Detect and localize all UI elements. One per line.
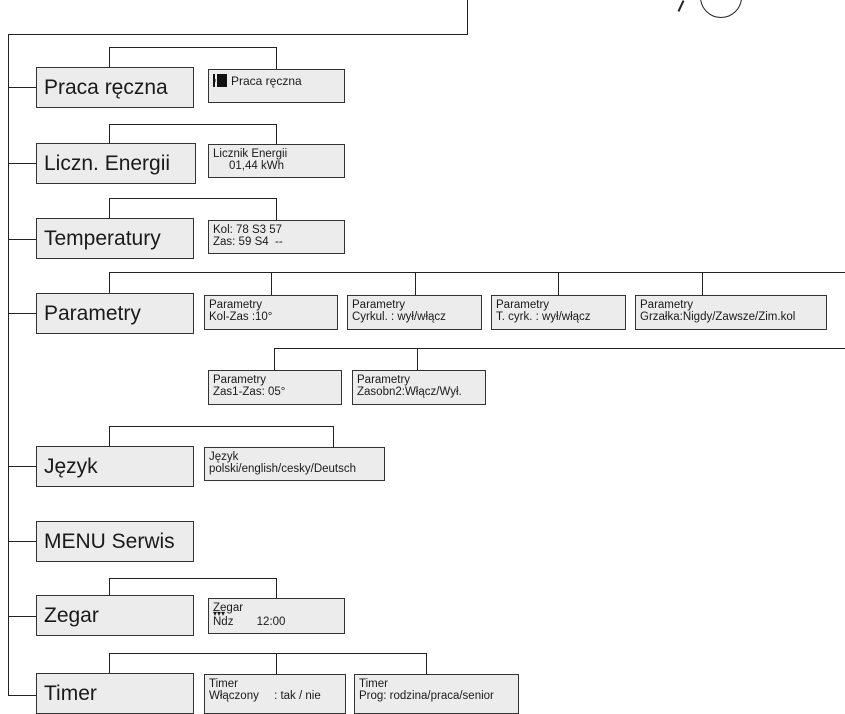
screen-parametry-zasobn2: Parametry Zasobn2:Włącz/Wył.	[352, 370, 486, 405]
arrow-stroke-icon	[677, 0, 685, 12]
menu-parametry[interactable]: Parametry	[36, 293, 194, 334]
connector	[109, 578, 110, 595]
screen-timer-prog: Timer Prog: rodzina/praca/senior	[354, 674, 519, 714]
screen-line-1: Parametry	[213, 374, 267, 386]
screen-line-2: Cyrkul. : wył/włącz	[352, 311, 446, 323]
screen-praca-reczna: Praca ręczna	[208, 69, 345, 103]
screen-line-2: ▾▾▾ Ndz 12:00	[213, 610, 340, 629]
menu-zegar[interactable]: Zegar	[36, 595, 194, 636]
wlaczony-options: : tak / nie	[274, 690, 321, 702]
connector	[417, 348, 418, 370]
screen-line-1: Timer	[359, 678, 388, 690]
screen-parametry-zas1-zas: Parametry Zas1-Zas: 05°	[208, 370, 342, 405]
menu-timer[interactable]: Timer	[36, 673, 194, 714]
connector	[426, 653, 427, 674]
screen-timer-wlaczony: Timer Włączony : tak / nie	[204, 674, 346, 714]
screen-row-1: Kol: 78 S3 57	[213, 224, 340, 236]
screen-line-1: Parametry	[352, 299, 406, 311]
connector	[333, 426, 334, 447]
screen-line-2: polski/english/cesky/Deutsch	[209, 463, 357, 475]
screen-licznik-energii: Licznik Energii 01,44 kWh	[208, 144, 345, 178]
s4-value: S4 --	[254, 236, 283, 248]
screen-line-2: Włączony : tak / nie	[209, 690, 341, 702]
screen-line-1: Język	[209, 451, 239, 463]
menu-temperatury[interactable]: Temperatury	[36, 218, 194, 259]
screen-line-2: Zasobn2:Włącz/Wył.	[357, 386, 462, 398]
connector	[276, 47, 277, 69]
screen-parametry-t-cyrk: Parametry T. cyrk. : wył/włącz	[491, 295, 626, 330]
screen-line-1: Zegar	[213, 602, 244, 614]
connector	[109, 198, 110, 218]
wlaczony-label: Włączony	[209, 690, 259, 702]
screen-line-2: Grzałka:Nigdy/Zawsze/Zim.kol	[640, 311, 796, 323]
connector-branch	[8, 695, 36, 696]
connector	[276, 653, 277, 674]
connector-branch	[8, 541, 36, 542]
menu-praca-reczna[interactable]: Praca ręczna	[36, 67, 194, 108]
screen-parametry-kol-zas: Parametry Kol-Zas :10°	[204, 295, 338, 330]
day-value: Ndz	[213, 616, 234, 628]
connector	[109, 124, 277, 125]
manual-hand-icon	[213, 74, 227, 87]
connector	[276, 198, 277, 220]
menu-licznik-energii[interactable]: Liczn. Energii	[36, 143, 196, 184]
screen-line-1: Parametry	[209, 299, 263, 311]
screen-temperatury: Kol: 78 S3 57 Zas: 59 S4 --	[208, 220, 345, 254]
screen-row-2: Zas: 59 S4 --	[213, 236, 340, 248]
connector-branch	[8, 466, 36, 467]
zas-value: Zas: 59	[213, 236, 252, 248]
kol-value: Kol: 78	[213, 224, 249, 236]
screen-line-1: Parametry	[496, 299, 550, 311]
screen-line-2: 01,44 kWh	[229, 160, 284, 172]
connector	[109, 198, 277, 199]
screen-line-2: T. cyrk. : wył/włącz	[496, 311, 591, 323]
connector	[109, 47, 277, 48]
connector	[274, 348, 275, 370]
connector	[271, 272, 272, 295]
connector	[109, 272, 845, 273]
connector	[109, 272, 110, 293]
connector	[276, 124, 277, 144]
connector	[558, 272, 559, 295]
connector-branch	[8, 87, 36, 88]
connector-trunk	[8, 34, 9, 695]
circle-symbol-icon	[700, 0, 742, 18]
connector-top-horizontal	[8, 34, 468, 35]
connector	[109, 124, 110, 143]
screen-text: Praca ręczna	[231, 74, 302, 88]
screen-jezyk: Język polski/english/cesky/Deutsch	[204, 447, 385, 481]
connector	[109, 47, 110, 67]
time-value: 12:00	[256, 616, 286, 628]
screen-zegar: Zegar ▾▾▾ Ndz 12:00	[208, 598, 345, 634]
connector-branch	[8, 313, 36, 314]
s3-value: S3 57	[252, 224, 283, 236]
connector-branch	[8, 163, 36, 164]
connector	[702, 272, 703, 295]
connector	[109, 653, 110, 673]
screen-line-2: Zas1-Zas: 05°	[213, 386, 286, 398]
screen-line-1: Parametry	[640, 299, 694, 311]
connector-branch	[8, 239, 36, 240]
screen-line-1: Licznik Energii	[213, 148, 288, 160]
connector-top-vertical	[467, 0, 468, 34]
screen-parametry-grzalka: Parametry Grzałka:Nigdy/Zawsze/Zim.kol	[635, 295, 827, 330]
screen-line-2: Kol-Zas :10°	[209, 311, 273, 323]
connector	[415, 272, 416, 295]
connector	[109, 578, 277, 579]
connector	[276, 578, 277, 598]
screen-line-2: Prog: rodzina/praca/senior	[359, 690, 494, 702]
connector	[109, 426, 334, 427]
screen-line-1: Timer	[209, 678, 238, 690]
connector	[109, 653, 427, 654]
screen-parametry-cyrkul: Parametry Cyrkul. : wył/włącz	[347, 295, 482, 330]
screen-line-1: Parametry	[357, 374, 411, 386]
connector	[274, 348, 845, 349]
cursor-dots-icon: ▾▾▾	[213, 609, 226, 618]
menu-serwis[interactable]: MENU Serwis	[36, 521, 194, 562]
connector	[109, 426, 110, 446]
menu-jezyk[interactable]: Język	[36, 446, 194, 487]
connector-branch	[8, 616, 36, 617]
